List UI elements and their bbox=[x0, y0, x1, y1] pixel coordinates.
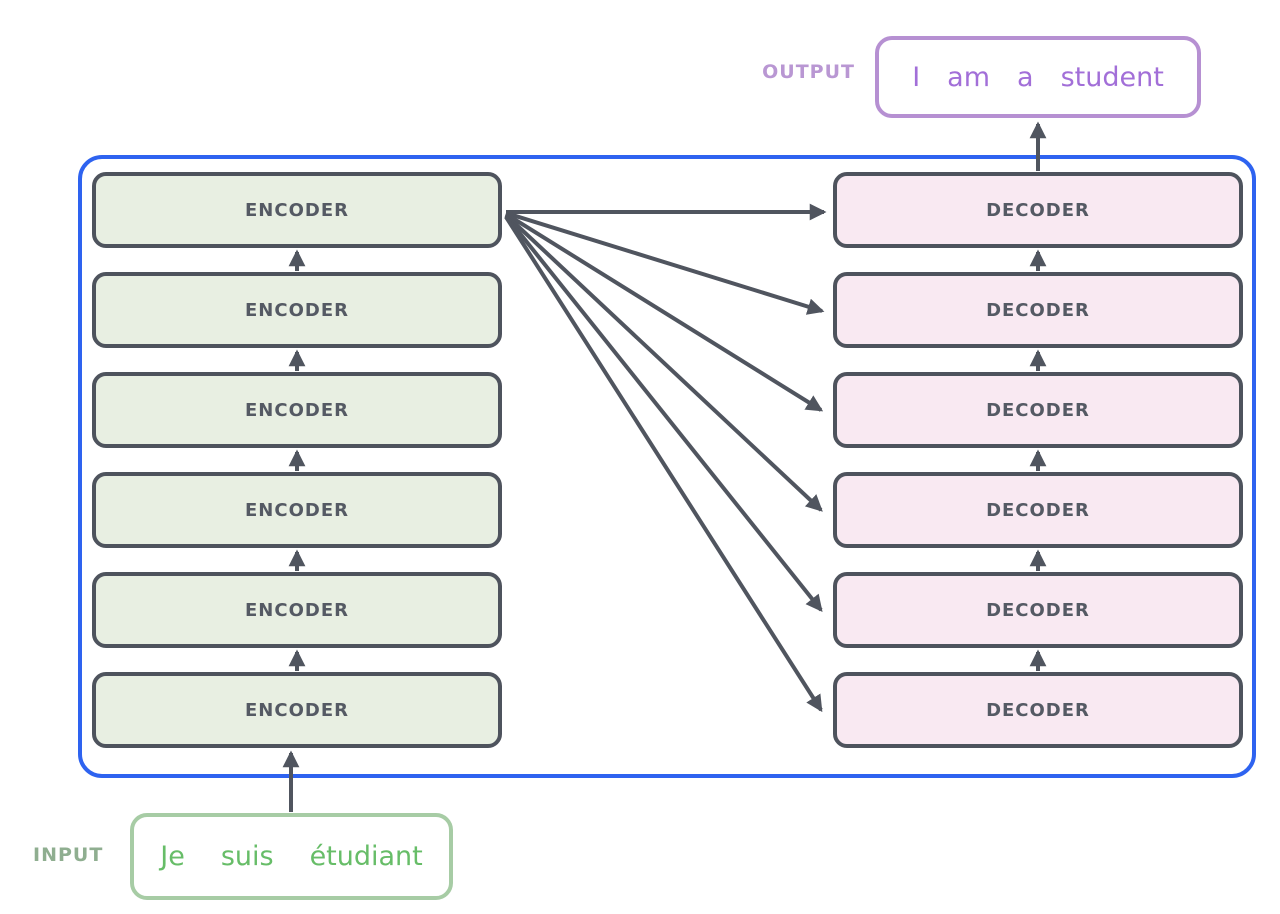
decoder-box-1: DECODER bbox=[833, 172, 1243, 248]
decoder-box-6: DECODER bbox=[833, 672, 1243, 748]
input-word: étudiant bbox=[309, 841, 423, 872]
output-word: I bbox=[912, 61, 921, 93]
encoder-box-2: ENCODER bbox=[92, 272, 502, 348]
fan-arrow-to-decoder-5 bbox=[504, 214, 823, 612]
encoder-box-4: ENCODER bbox=[92, 472, 502, 548]
fan-arrow-to-decoder-6 bbox=[504, 215, 823, 713]
input-label: INPUT bbox=[33, 844, 104, 866]
decoder-box-5: DECODER bbox=[833, 572, 1243, 648]
decoder-box-2: DECODER bbox=[833, 272, 1243, 348]
fan-arrow-to-decoder-3 bbox=[504, 212, 824, 412]
output-word: student bbox=[1060, 61, 1164, 93]
encoder-box-1: ENCODER bbox=[92, 172, 502, 248]
decoder-box-3: DECODER bbox=[833, 372, 1243, 448]
decoder-box-4: DECODER bbox=[833, 472, 1243, 548]
encoder-box-3: ENCODER bbox=[92, 372, 502, 448]
output-sentence-box: I am a student bbox=[875, 36, 1201, 118]
input-word: suis bbox=[220, 841, 274, 872]
encoder-box-6: ENCODER bbox=[92, 672, 502, 748]
encoder-box-5: ENCODER bbox=[92, 572, 502, 648]
output-word: a bbox=[1017, 61, 1034, 93]
output-label: OUTPUT bbox=[762, 61, 855, 83]
fan-arrow-to-decoder-4 bbox=[504, 213, 823, 512]
input-sentence-box: Je suis étudiant bbox=[130, 813, 453, 900]
fan-arrow-to-decoder-2 bbox=[505, 211, 825, 315]
input-word: Je bbox=[160, 841, 185, 872]
output-word: am bbox=[947, 61, 991, 93]
